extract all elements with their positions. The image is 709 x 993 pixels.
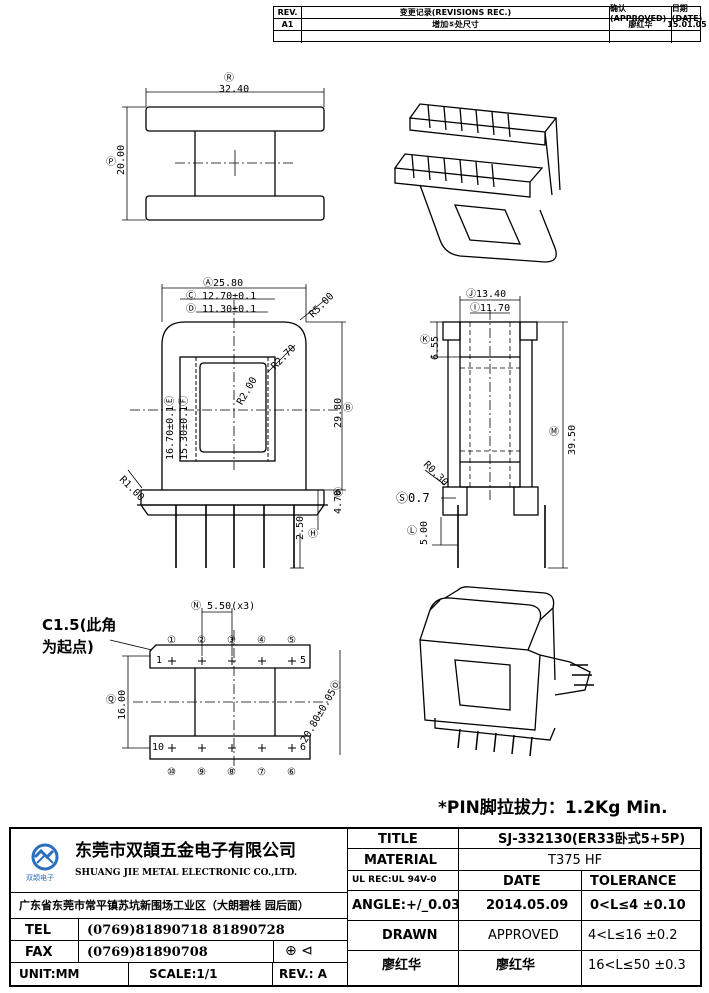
- rev-header: REV.: [274, 7, 302, 18]
- iso-view-bottom: [419, 586, 594, 757]
- dim-front-e: 16.70±0.1Ⓔ: [165, 395, 176, 460]
- dim-label-p: Ⓟ: [106, 157, 116, 168]
- dim-label-k: Ⓚ: [420, 335, 430, 346]
- revision-table: REV. 变更记录(REVISIONS REC.) 确认(APPROVED) 日…: [273, 4, 707, 43]
- tel-value: (0769)81890718 81890728: [87, 923, 285, 938]
- dim-label-m: Ⓜ: [549, 427, 559, 438]
- pin-label-2: ②: [197, 635, 206, 646]
- pin-num-6: 6: [300, 742, 307, 753]
- fax-row: FAX (0769)81890708 ⊕ ⊲: [11, 941, 348, 963]
- date-value: 15.01.05: [667, 20, 707, 29]
- approved-value-tb: 廖红华: [496, 958, 536, 973]
- company-name-en: SHUANG JIE METAL ELECTRONIC CO.,LTD.: [75, 868, 298, 878]
- date-label: DATE: [503, 874, 541, 889]
- bottom-view: [109, 608, 341, 770]
- dim-bottom-16: 16.00: [117, 689, 128, 720]
- dim-front-f: 15.30±0.1Ⓕ: [179, 395, 190, 460]
- pin-pull-note: *PIN脚拉拔力：1.2Kg Min.: [438, 798, 668, 818]
- pin-label-3: ③: [227, 635, 236, 646]
- company-address: 广东省东莞市常平镇苏坑新围场工业区（大朗碧桂 园后面）: [19, 899, 309, 912]
- note-c15: C1.5(此角: [42, 616, 117, 634]
- pin-label-5: ⑤: [287, 635, 296, 646]
- pin-label-10: ⑩: [167, 767, 176, 778]
- dim-bottom-n: Ⓝ 5.50(x3): [191, 601, 256, 612]
- dim-label-b: Ⓑ: [343, 403, 353, 414]
- iso-view-top: [393, 103, 561, 263]
- tolerance-1: 0<L≤4 ±0.10: [590, 898, 686, 913]
- company-logo-icon: [31, 843, 59, 871]
- dim-label-q: Ⓠ: [106, 695, 116, 706]
- fax-label: FAX: [25, 945, 53, 960]
- pin-label-7: ⑦: [257, 767, 266, 778]
- pin-num-10: 10: [152, 742, 165, 753]
- front-view: [127, 284, 346, 569]
- material-value: T375 HF: [548, 853, 603, 868]
- address-cell: 广东省东莞市常平镇苏坑新围场工业区（大朗碧桂 园后面）: [11, 893, 348, 919]
- dim-label-g: Ⓖ: [333, 488, 343, 499]
- dim-side-j: Ⓙ13.40: [466, 289, 507, 300]
- dim-top-height: 20.00: [116, 144, 127, 175]
- rev-value: A1: [274, 19, 302, 30]
- approved-value: 廖红华: [610, 19, 672, 30]
- drawn-label: DRAWN: [382, 928, 438, 943]
- dim-top-width: 32.40: [219, 84, 250, 95]
- dim-front-a: Ⓐ25.80: [203, 278, 244, 289]
- tolerance-label: TOLERANCE: [590, 874, 677, 889]
- pin-label-4: ④: [257, 635, 266, 646]
- dim-side-i: Ⓘ11.70: [470, 303, 511, 314]
- dim-label-h: Ⓗ: [308, 529, 318, 540]
- pin-label-1: ①: [167, 635, 176, 646]
- note-c15-b: 为起点): [42, 638, 94, 656]
- side-view: [424, 296, 568, 569]
- pin-label-6: ⑥: [287, 767, 296, 778]
- logo-text: 双頡电子: [26, 874, 54, 882]
- revision-header-row: REV. 变更记录(REVISIONS REC.) 确认(APPROVED) 日…: [274, 4, 702, 23]
- tel-label: TEL: [25, 923, 52, 938]
- tel-row: TEL (0769)81890718 81890728: [11, 919, 348, 941]
- projection-symbol-icon: ⊕ ⊲: [285, 943, 313, 959]
- tolerance-3: 16<L≤50 ±0.3: [588, 958, 686, 973]
- change-value: 增加⑤处尺寸: [302, 19, 610, 30]
- company-block: 双頡电子 东莞市双頡五金电子有限公司 SHUANG JIE METAL ELEC…: [11, 829, 348, 893]
- company-name-cn: 东莞市双頡五金电子有限公司: [75, 841, 296, 861]
- dim-front-d: Ⓓ 11.30±0.1: [186, 304, 257, 315]
- dim-front-25: 2.50: [295, 515, 306, 540]
- dim-label-r: Ⓡ: [224, 73, 234, 84]
- dim-side-5: 5.00: [419, 520, 430, 545]
- drawn-value: 廖红华: [382, 958, 422, 973]
- date-value-tb: 2014.05.09: [486, 898, 569, 913]
- pin-num-1: 1: [156, 655, 163, 666]
- ul-rec: UL REC:UL 94V-0: [352, 875, 437, 885]
- title-label: TITLE: [378, 832, 418, 847]
- revision-row: A1 增加⑤处尺寸 廖红华 15.01.05: [274, 19, 707, 31]
- changes-header: 变更记录(REVISIONS REC.): [302, 7, 610, 18]
- dim-front-c: Ⓒ 12.70±0.1: [186, 291, 257, 302]
- dim-side-655: 6.55: [430, 335, 441, 360]
- title-info: TITLE SJ-332130(ER33卧式5+5P) MATERIAL T37…: [348, 829, 700, 985]
- tolerance-2: 4<L≤16 ±0.2: [588, 928, 678, 943]
- dim-label-l: Ⓛ: [407, 526, 417, 537]
- revision-empty-row: [274, 31, 700, 43]
- unit-value: UNIT:MM: [19, 967, 80, 981]
- rev-value-tb: REV.: A: [279, 967, 327, 981]
- fax-value: (0769)81890708: [87, 945, 208, 960]
- approved-label: APPROVED: [488, 928, 559, 943]
- unit-row: UNIT:MM SCALE:1/1 REV.: A: [11, 963, 348, 985]
- dim-side-height: 39.50: [567, 424, 578, 455]
- company-logo: [27, 843, 63, 873]
- angle-value: ANGLE:+/_0.03: [352, 898, 461, 913]
- material-label: MATERIAL: [364, 853, 437, 868]
- top-view: [122, 88, 325, 221]
- pin-label-9: ⑨: [197, 767, 206, 778]
- pin-label-8: ⑧: [227, 767, 236, 778]
- dim-side-s: Ⓢ0.7: [396, 491, 430, 505]
- title-value: SJ-332130(ER33卧式5+5P): [498, 832, 686, 847]
- title-block: 双頡电子 东莞市双頡五金电子有限公司 SHUANG JIE METAL ELEC…: [9, 827, 702, 987]
- scale-value: SCALE:1/1: [149, 967, 218, 981]
- pin-marks: [168, 657, 296, 752]
- pin-num-5: 5: [300, 655, 307, 666]
